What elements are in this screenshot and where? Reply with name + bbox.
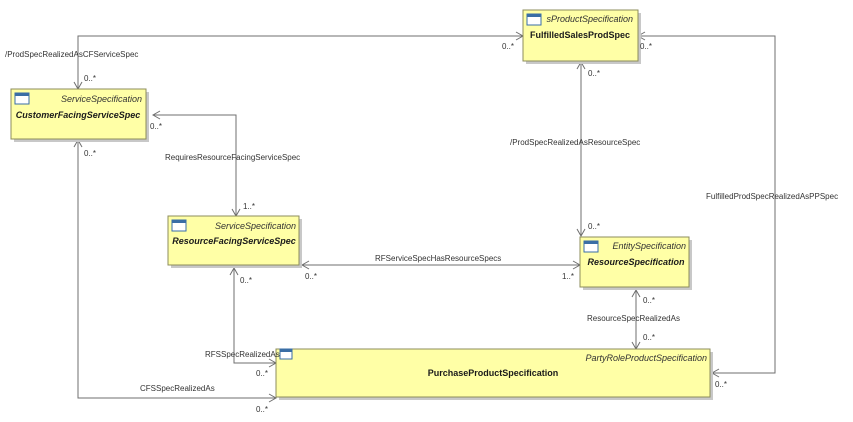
stereotype-label: sProductSpecification [546, 14, 633, 24]
mult-rfs-right: 0..* [305, 272, 317, 281]
mult-purchase-left-lower: 0..* [256, 405, 268, 414]
assoc-label-requires-rfs: RequiresResourceFacingServiceSpec [165, 153, 300, 162]
mult-purchase-top: 0..* [643, 333, 655, 342]
assoc-label-rfs-realized: RFSSpecRealizedAs [205, 350, 280, 359]
stereotype-label: EntitySpecification [612, 241, 686, 251]
class-icon [583, 240, 599, 253]
class-icon [526, 13, 542, 26]
assoc-label-fulfilled-pps: FulfilledProdSpecRealizedAsPPSpec [706, 192, 838, 201]
assoc-label-prodspec-cfs: /ProdSpecRealizedAsCFServiceSpec [5, 50, 138, 59]
class-name: PurchaseProductSpecification [428, 368, 559, 378]
mult-resource-left: 1..* [562, 272, 574, 281]
class-name: CustomerFacingServiceSpec [16, 110, 141, 120]
class-name: FulfilledSalesProdSpec [530, 30, 630, 40]
mult-resource-bottom: 0..* [643, 296, 655, 305]
class-icon [171, 219, 187, 232]
stereotype-label: ServiceSpecification [215, 221, 296, 231]
class-customer-facing-service-spec[interactable]: ServiceSpecification CustomerFacingServi… [10, 88, 149, 142]
mult-cfs-right: 0..* [150, 122, 162, 131]
assoc-label-cfs-realized: CFSSpecRealizedAs [140, 384, 215, 393]
assoc-label-prodspec-resource: /ProdSpecRealizedAsResourceSpec [510, 138, 640, 147]
assoc-label-resource-realized: ResourceSpecRealizedAs [587, 314, 680, 323]
mult-rfs-bottom: 0..* [240, 276, 252, 285]
mult-fulfilled-left: 0..* [502, 42, 514, 51]
mult-fulfilled-bottom: 0..* [588, 69, 600, 78]
mult-resource-top: 0..* [588, 222, 600, 231]
assoc-requires-resource-facing-service-spec[interactable] [151, 110, 241, 218]
assoc-fulfilled-prodspec-realized-as-ppspec[interactable] [636, 31, 776, 378]
assoc-prodspec-realized-as-cfservicespec[interactable] [73, 31, 525, 91]
stereotype-label: ServiceSpecification [61, 94, 142, 104]
class-resource-specification[interactable]: EntitySpecification ResourceSpecificatio… [579, 236, 692, 290]
class-purchase-product-specification[interactable]: PartyRoleProductSpecification PurchasePr… [275, 348, 713, 400]
mult-rfs-top: 1..* [243, 202, 255, 211]
class-icon [14, 92, 30, 105]
mult-cfs-bottom: 0..* [84, 149, 96, 158]
assoc-label-rfs-resources: RFServiceSpecHasResourceSpecs [375, 254, 501, 263]
stereotype-label: PartyRoleProductSpecification [585, 353, 707, 363]
class-fulfilled-sales-prod-spec[interactable]: sProductSpecification FulfilledSalesProd… [522, 9, 641, 64]
mult-purchase-right: 0..* [715, 380, 727, 389]
assoc-prodspec-realized-as-resourcespec[interactable] [576, 60, 586, 238]
class-resource-facing-service-spec[interactable]: ServiceSpecification ResourceFacingServi… [167, 215, 302, 268]
class-icon [279, 348, 293, 360]
class-name: ResourceSpecification [587, 257, 685, 267]
mult-cfs-top: 0..* [84, 74, 96, 83]
mult-purchase-left-upper: 0..* [256, 369, 268, 378]
mult-fulfilled-right: 0..* [640, 42, 652, 51]
class-name: ResourceFacingServiceSpec [172, 236, 296, 246]
